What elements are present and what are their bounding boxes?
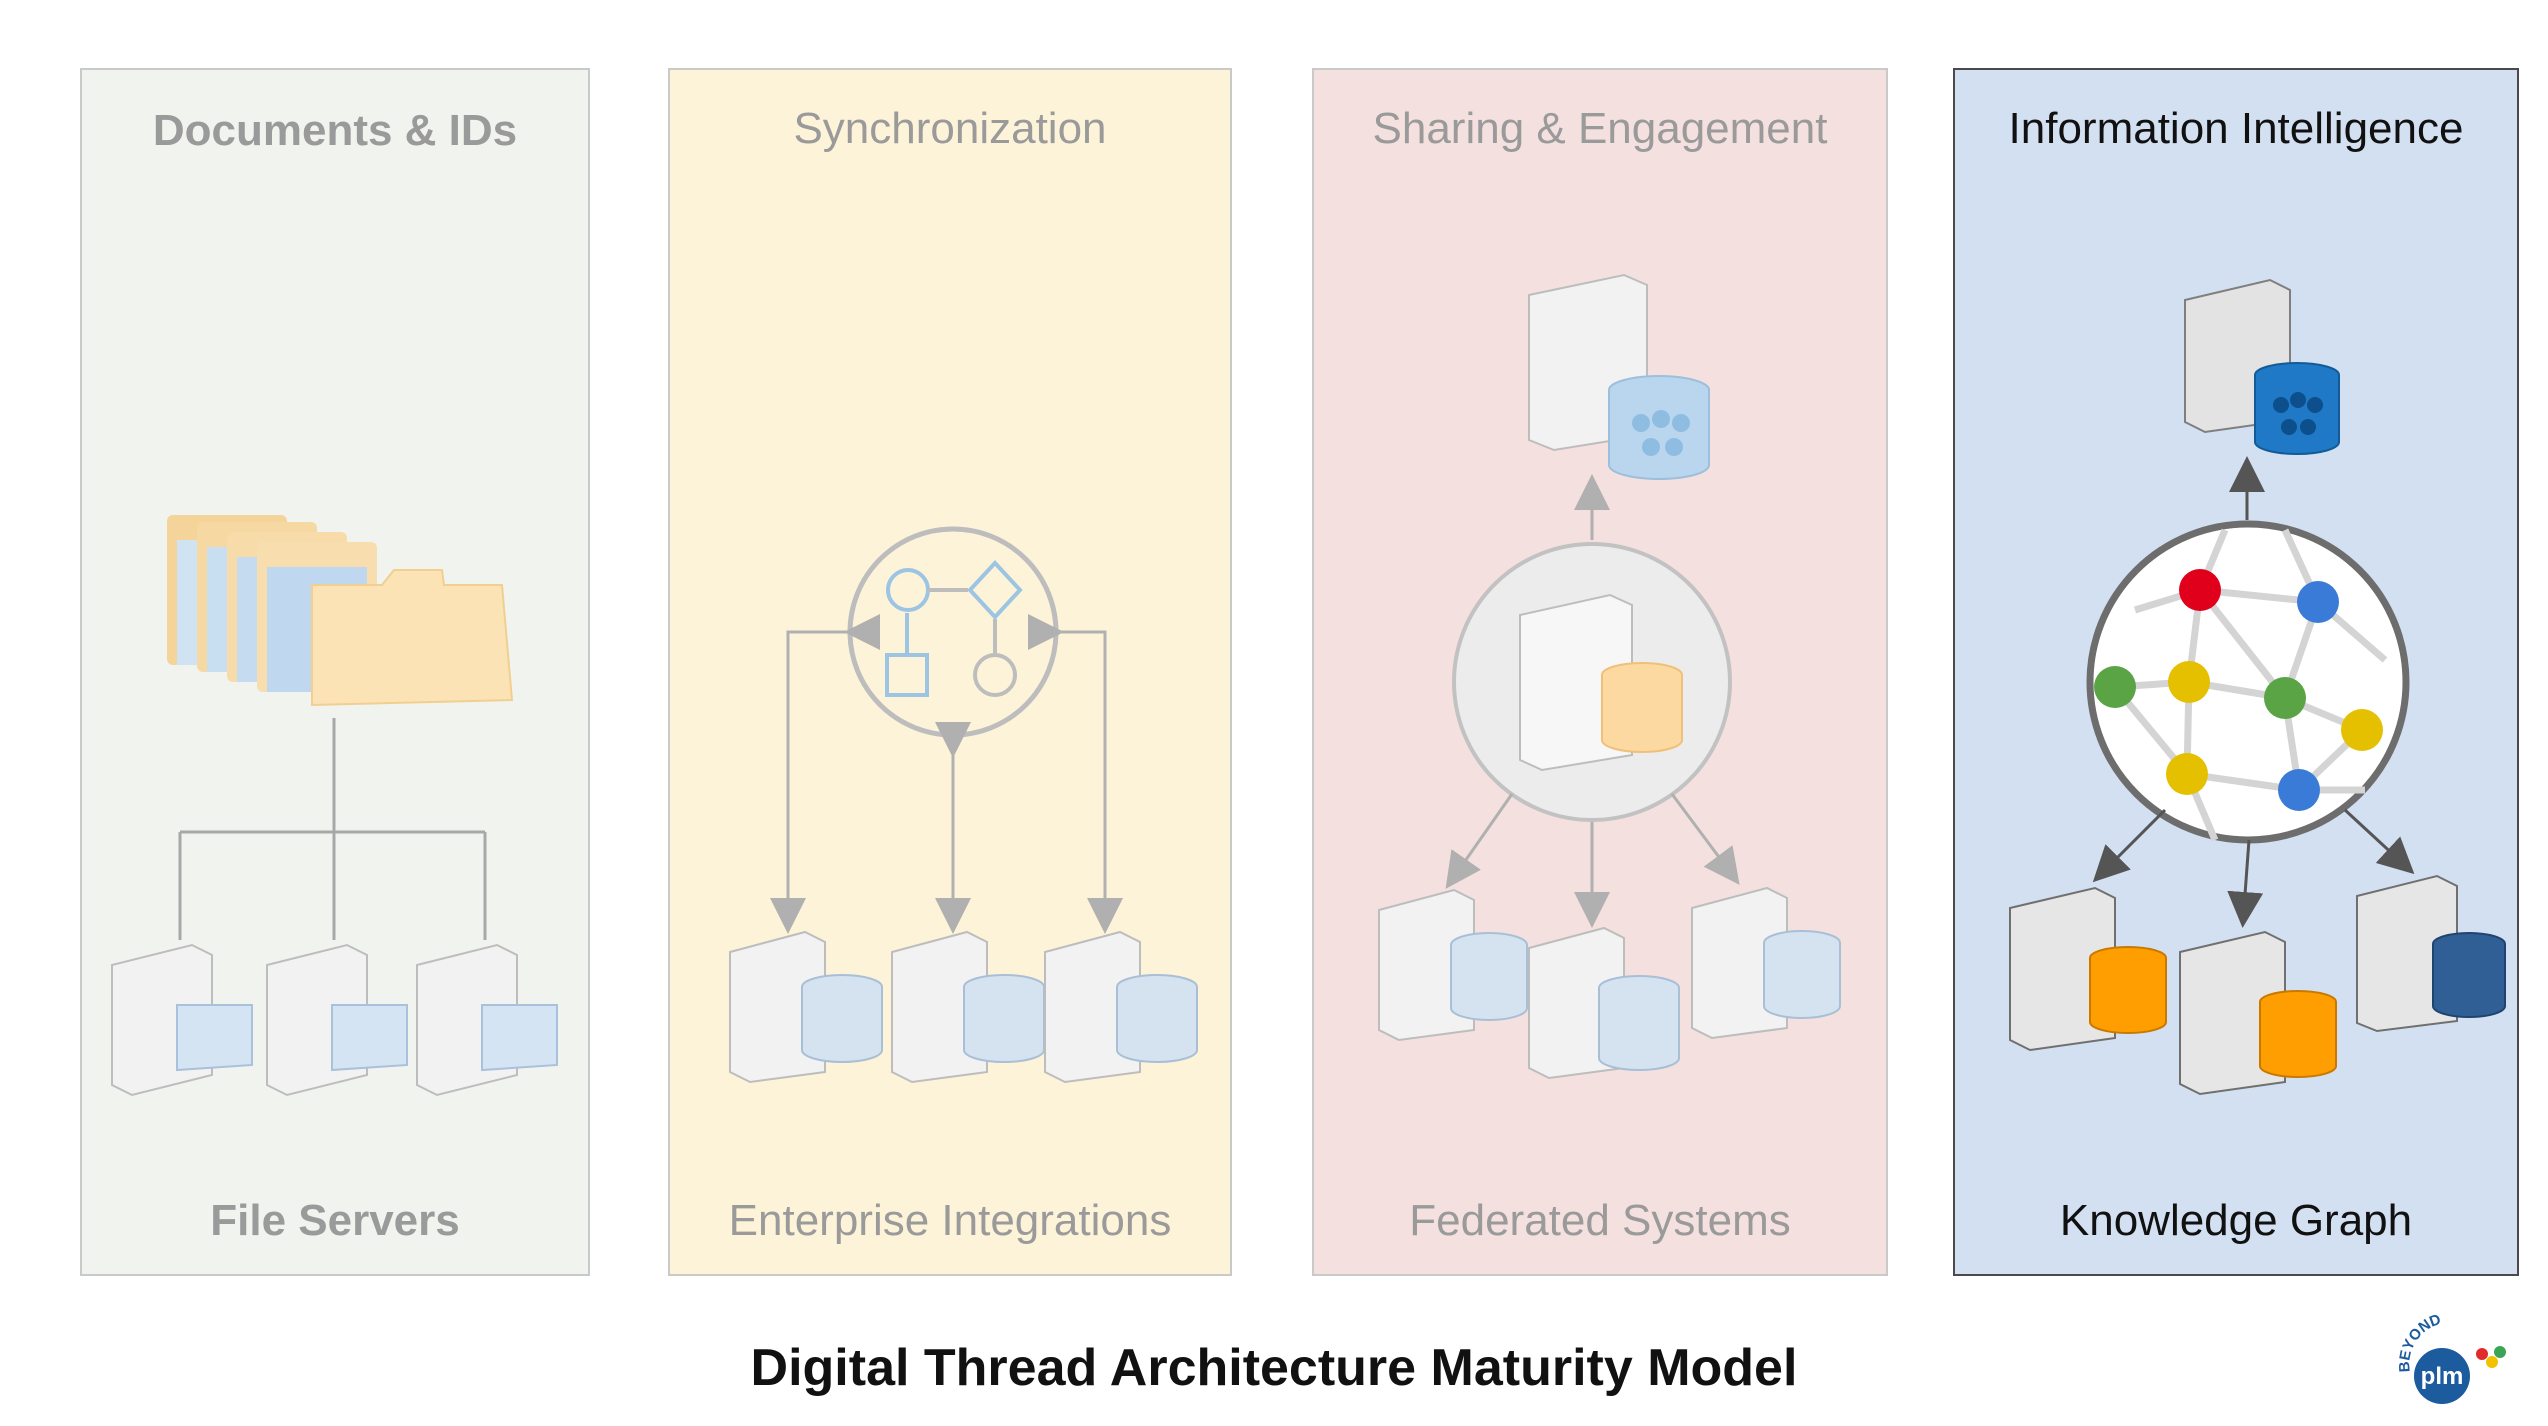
database-server-icon [891, 930, 1045, 1084]
file-servers-illustration [111, 515, 558, 1097]
collaboration-server-icon [1528, 273, 1710, 480]
database-server-icon [1378, 888, 1528, 1042]
diagram-title: Digital Thread Architecture Maturity Mod… [750, 1339, 1798, 1397]
panel-documents-ids: Documents & IDs [80, 68, 590, 1276]
database-server-icon [1691, 886, 1841, 1040]
orange-database-server-icon [2009, 886, 2167, 1052]
workflow-hub-icon [847, 526, 1059, 738]
panel-footer: Knowledge Graph [2059, 1196, 2413, 1245]
orange-database-server-icon [2179, 930, 2337, 1096]
federated-systems-illustration [1378, 273, 1841, 1080]
beyond-plm-logo: BEYOND plm [2392, 1310, 2522, 1410]
panel-sharing-engagement: Sharing & Engagement [1312, 68, 1888, 1276]
panel-title: Documents & IDs [152, 106, 518, 155]
blue-database-server-icon [2356, 874, 2506, 1033]
database-server-icon [1528, 926, 1680, 1080]
file-server-icon [416, 943, 558, 1097]
database-server-icon [729, 930, 883, 1084]
panel-footer: Enterprise Integrations [728, 1196, 1172, 1245]
panel-footer: File Servers [210, 1196, 460, 1245]
enterprise-integrations-illustration [729, 526, 1198, 1084]
folder-stack-icon [167, 515, 514, 707]
file-server-icon [111, 943, 253, 1097]
panel-title: Sharing & Engagement [1372, 104, 1828, 153]
panel-footer: Federated Systems [1409, 1196, 1791, 1245]
svg-text:plm: plm [2421, 1363, 2464, 1390]
database-server-icon [1044, 930, 1198, 1084]
panel-title: Synchronization [793, 104, 1107, 153]
panel-synchronization: Synchronization [668, 68, 1232, 1276]
knowledge-graph-icon [2086, 520, 2410, 844]
panel-title: Information Intelligence [2008, 104, 2464, 153]
collaboration-server-icon [2184, 278, 2340, 455]
panel-information-intelligence: Information Intelligence [1953, 68, 2519, 1276]
hub-database-server-icon [1519, 593, 1683, 772]
knowledge-graph-illustration [2009, 278, 2506, 1096]
file-server-icon [266, 943, 408, 1097]
